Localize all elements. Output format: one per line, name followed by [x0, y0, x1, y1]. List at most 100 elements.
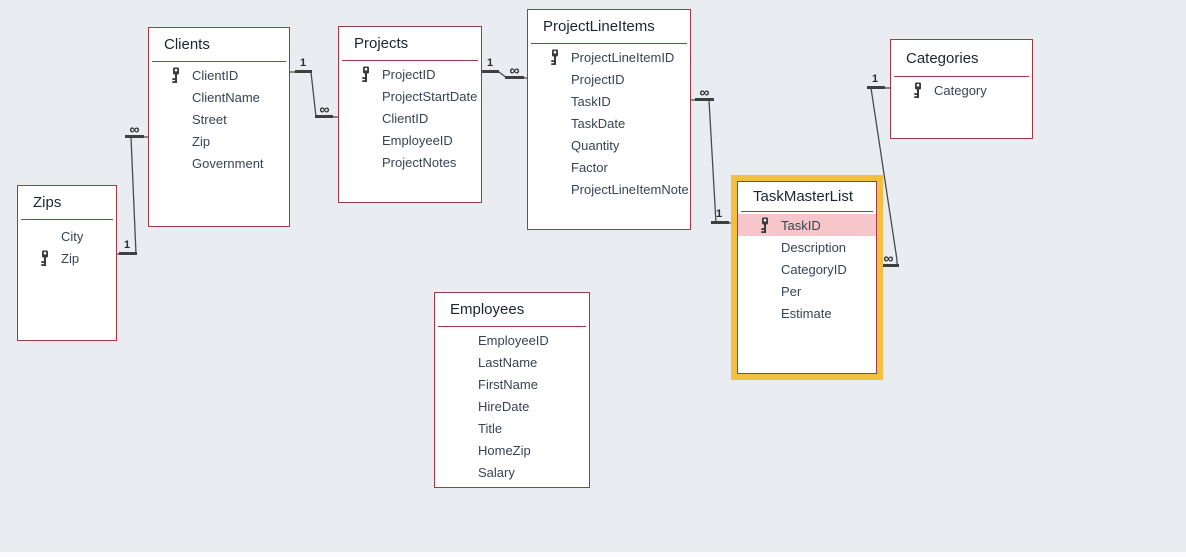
field-name: Category: [934, 82, 987, 98]
table-title[interactable]: Categories: [906, 49, 979, 67]
relationship-line-zips-clients[interactable]: [116, 136, 148, 255]
table-title[interactable]: ProjectLineItems: [543, 18, 655, 35]
table-taskmasterlist-selection-frame: TaskMasterList TaskID Description Catego…: [731, 175, 883, 380]
field-row[interactable]: Government: [149, 152, 289, 174]
field-row[interactable]: EmployeeID: [339, 129, 481, 151]
table-categories[interactable]: Categories Category: [890, 39, 1033, 139]
cardinality-bar: [482, 70, 499, 73]
table-clients[interactable]: Clients ClientID ClientName Street Zip G…: [148, 27, 290, 227]
field-name: EmployeeID: [382, 132, 453, 148]
field-row[interactable]: Category: [891, 79, 1032, 101]
field-row[interactable]: Per: [738, 280, 876, 302]
table-employees[interactable]: Employees EmployeeID LastName FirstName …: [434, 292, 590, 488]
key-cell: [456, 354, 468, 371]
key-cell: [549, 181, 561, 198]
field-row[interactable]: Estimate: [738, 302, 876, 324]
title-separator: [438, 326, 586, 327]
field-row[interactable]: Title: [435, 417, 589, 439]
relationship-line-projectlineitems-taskmasterlist[interactable]: [690, 99, 731, 224]
field-row[interactable]: HomeZip: [435, 439, 589, 461]
field-name: HomeZip: [478, 442, 531, 458]
table-title[interactable]: Zips: [33, 194, 62, 211]
table-projectlineitems[interactable]: ProjectLineItems ProjectLineItemID Proje…: [527, 9, 691, 230]
field-row[interactable]: Quantity: [528, 134, 690, 156]
field-row[interactable]: ProjectStartDate: [339, 85, 481, 107]
cardinality-many-label: ∞: [699, 84, 710, 100]
cardinality-bar: [879, 264, 899, 267]
field-row[interactable]: Salary: [435, 461, 589, 483]
field-name: Government: [192, 155, 264, 171]
field-name: TaskID: [571, 93, 611, 109]
field-row[interactable]: ProjectNotes: [339, 151, 481, 173]
field-row[interactable]: ClientName: [149, 86, 289, 108]
key-cell: [360, 88, 372, 105]
field-name: ProjectID: [382, 66, 436, 82]
field-row[interactable]: Street: [149, 108, 289, 130]
field-row[interactable]: Description: [738, 236, 876, 258]
key-cell: [360, 110, 372, 127]
key-cell: [39, 228, 51, 245]
cardinality-one-label: 1: [486, 57, 494, 69]
field-row[interactable]: ClientID: [149, 64, 289, 86]
field-row[interactable]: EmployeeID: [435, 329, 589, 351]
field-row[interactable]: LastName: [435, 351, 589, 373]
field-name: EmployeeID: [478, 332, 549, 348]
key-cell: [170, 111, 182, 128]
table-title[interactable]: TaskMasterList: [753, 188, 854, 205]
cardinality-one-label: 1: [715, 208, 723, 220]
field-name: ClientID: [382, 110, 429, 126]
key-cell: [456, 464, 468, 481]
cardinality-bar: [867, 86, 885, 89]
title-separator: [531, 43, 687, 44]
primary-key-icon: [360, 66, 372, 83]
field-row[interactable]: City: [18, 225, 116, 247]
table-projects[interactable]: Projects ProjectID ProjectStartDate Clie…: [338, 26, 482, 203]
field-row[interactable]: FirstName: [435, 373, 589, 395]
field-name: Factor: [571, 159, 608, 175]
field-row[interactable]: HireDate: [435, 395, 589, 417]
field-row[interactable]: ProjectID: [528, 68, 690, 90]
table-title[interactable]: Clients: [164, 36, 210, 53]
cardinality-many-label: ∞: [319, 101, 330, 117]
field-row[interactable]: TaskID: [528, 90, 690, 112]
field-row[interactable]: Zip: [18, 247, 116, 269]
field-row[interactable]: ProjectLineItemID: [528, 46, 690, 68]
field-row[interactable]: ProjectID: [339, 63, 481, 85]
field-row[interactable]: TaskDate: [528, 112, 690, 134]
table-title[interactable]: Projects: [354, 35, 409, 52]
key-cell: [456, 442, 468, 459]
key-cell: [549, 115, 561, 132]
field-name: City: [61, 228, 84, 244]
cardinality-bar: [505, 76, 524, 79]
field-row[interactable]: Zip: [149, 130, 289, 152]
field-row[interactable]: ClientID: [339, 107, 481, 129]
cardinality-bar: [119, 252, 137, 255]
cardinality-many-label: ∞: [509, 62, 520, 78]
cardinality-bar: [315, 115, 333, 118]
field-row[interactable]: Factor: [528, 156, 690, 178]
key-cell: [549, 93, 561, 110]
table-title[interactable]: Employees: [450, 301, 525, 318]
key-cell: [170, 155, 182, 172]
field-name: HireDate: [478, 398, 530, 414]
key-cell: [549, 137, 561, 154]
field-name: ProjectLineItemNote: [571, 181, 689, 197]
key-cell: [759, 305, 771, 322]
title-separator: [152, 61, 286, 62]
key-cell: [360, 154, 372, 171]
field-row-selected[interactable]: TaskID: [738, 214, 876, 236]
field-row[interactable]: ProjectLineItemNote: [528, 178, 690, 200]
key-cell: [170, 133, 182, 150]
field-name: ProjectStartDate: [382, 88, 478, 104]
title-separator: [894, 76, 1029, 77]
table-taskmasterlist[interactable]: TaskMasterList TaskID Description Catego…: [737, 181, 877, 374]
key-cell: [759, 261, 771, 278]
primary-key-icon: [39, 250, 51, 267]
field-row[interactable]: CategoryID: [738, 258, 876, 280]
key-cell: [456, 376, 468, 393]
table-zips[interactable]: Zips City Zip: [17, 185, 117, 341]
cardinality-one-label: 1: [299, 57, 307, 69]
canvas-bottom-edge: [0, 552, 1186, 557]
cardinality-one-label: 1: [871, 73, 879, 85]
